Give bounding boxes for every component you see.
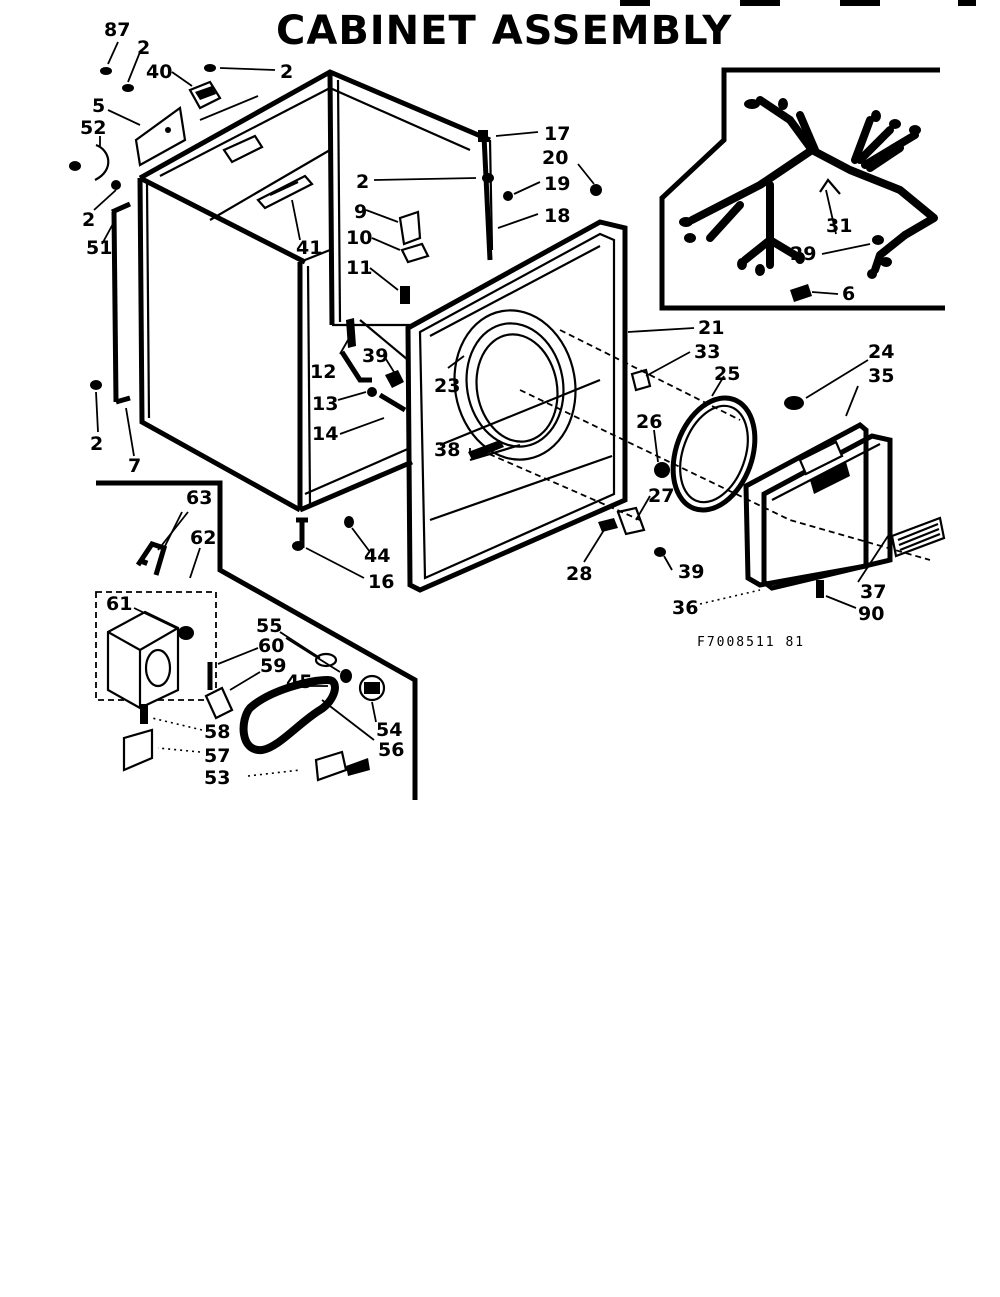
callout-9: 9	[354, 201, 367, 223]
diagram-title: CABINET ASSEMBLY	[276, 8, 732, 54]
callout-29: 29	[790, 243, 816, 265]
door-seal-ring	[670, 395, 758, 513]
callout-45: 45	[286, 671, 312, 693]
callout-2: 2	[137, 37, 150, 59]
callout-39: 39	[362, 345, 388, 367]
callout-31: 31	[826, 215, 852, 237]
callout-38: 38	[434, 439, 460, 461]
callout-39: 39	[678, 561, 704, 583]
callout-58: 58	[204, 721, 230, 743]
callout-2: 2	[90, 433, 103, 455]
callout-27: 27	[648, 485, 674, 507]
front-panel	[405, 219, 628, 593]
callout-90: 90	[858, 603, 884, 625]
callout-52: 52	[80, 117, 106, 139]
callout-35: 35	[868, 365, 894, 387]
callout-55: 55	[256, 615, 282, 637]
cropped-header-fragments	[620, 0, 976, 6]
callout-12: 12	[310, 361, 336, 383]
callout-7: 7	[128, 455, 141, 477]
callout-labels: 87 2 40 2 5 52 2 51 41 2 7 17 20 2 19 18…	[80, 19, 894, 789]
callout-13: 13	[312, 393, 338, 415]
callout-63: 63	[186, 487, 212, 509]
screw-parts-top	[69, 64, 216, 390]
door-screw-part	[816, 580, 824, 598]
callout-53: 53	[204, 767, 230, 789]
callout-2: 2	[356, 171, 369, 193]
door-panel	[743, 422, 893, 591]
rear-bracket-part	[134, 106, 187, 167]
callout-20: 20	[542, 147, 568, 169]
callout-59: 59	[260, 655, 286, 677]
callout-2: 2	[280, 61, 293, 83]
callout-28: 28	[566, 563, 592, 585]
door-handle-trim-part	[890, 516, 946, 558]
callout-leader-lines	[93, 41, 889, 777]
exploded-view-guide-lines	[479, 329, 931, 561]
side-hinge-rod-part	[110, 201, 132, 405]
callout-17: 17	[544, 123, 570, 145]
callout-54: 54	[376, 719, 402, 741]
callout-5: 5	[92, 95, 105, 117]
wire-clip-part	[94, 143, 110, 181]
terminal-block-part	[188, 80, 259, 121]
motor-inset	[95, 480, 418, 800]
callout-57: 57	[204, 745, 230, 767]
callout-2: 2	[82, 209, 95, 231]
callout-44: 44	[364, 545, 390, 567]
callout-33: 33	[694, 341, 720, 363]
callout-10: 10	[346, 227, 372, 249]
callout-51: 51	[86, 237, 112, 259]
callout-24: 24	[868, 341, 894, 363]
callout-11: 11	[346, 257, 372, 279]
callout-62: 62	[190, 527, 216, 549]
callout-36: 36	[672, 597, 698, 619]
callout-23: 23	[434, 375, 460, 397]
callout-60: 60	[258, 635, 284, 657]
inner-brace-parts	[339, 318, 409, 413]
callout-25: 25	[714, 363, 740, 385]
callout-19: 19	[544, 173, 570, 195]
callout-18: 18	[544, 205, 570, 227]
callout-6: 6	[842, 283, 855, 305]
callout-87: 87	[104, 19, 130, 41]
rear-strap-parts	[398, 130, 602, 304]
callout-14: 14	[312, 423, 338, 445]
callout-26: 26	[636, 411, 662, 433]
callout-16: 16	[368, 571, 394, 593]
door-catch-parts	[598, 368, 804, 557]
callout-56: 56	[378, 739, 404, 761]
callout-37: 37	[860, 581, 886, 603]
callout-61: 61	[106, 593, 132, 615]
figure-code: F7008511 81	[697, 635, 805, 650]
cabinet-body	[137, 69, 494, 513]
callout-40: 40	[146, 61, 172, 83]
top-handle-part	[256, 174, 314, 210]
callout-41: 41	[296, 237, 322, 259]
leveling-leg-parts	[292, 516, 354, 551]
wire-harness-inset	[659, 67, 945, 311]
callout-21: 21	[698, 317, 724, 339]
